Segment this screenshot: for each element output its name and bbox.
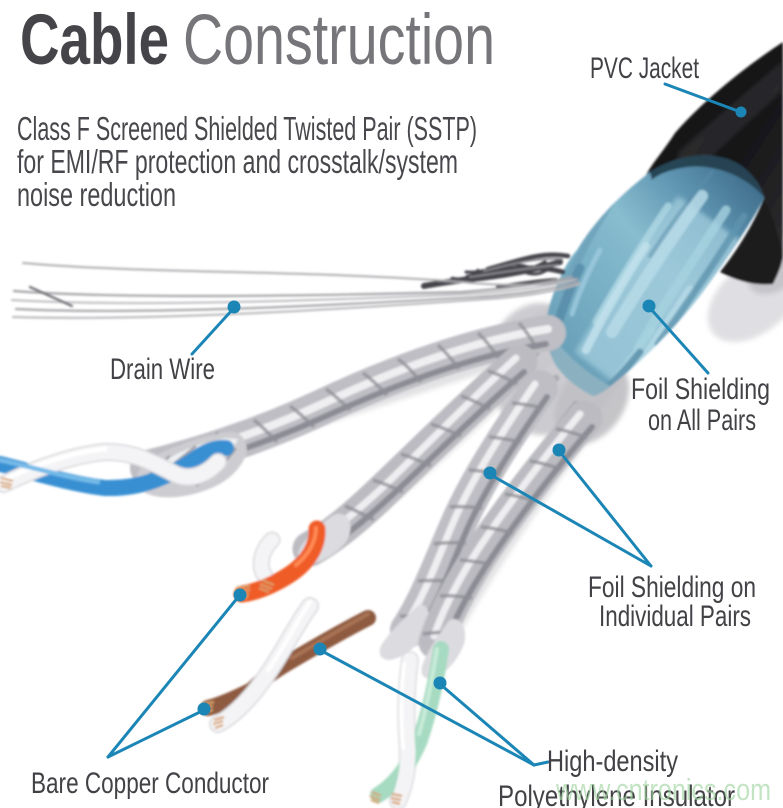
svg-text:noise reduction: noise reduction: [17, 176, 176, 213]
svg-text:Drain Wire: Drain Wire: [110, 353, 215, 386]
svg-text:on All Pairs: on All Pairs: [648, 404, 756, 437]
svg-text:Cable: Cable: [20, 1, 169, 80]
svg-text:Foil Shielding on: Foil Shielding on: [588, 571, 756, 604]
svg-text:Individual Pairs: Individual Pairs: [599, 600, 751, 633]
svg-text:Foil Shielding: Foil Shielding: [631, 373, 770, 406]
svg-text:Bare Copper Conductor: Bare Copper Conductor: [31, 767, 269, 800]
svg-text:PVC Jacket: PVC Jacket: [590, 52, 699, 85]
svg-text:www.cntronics.com: www.cntronics.com: [555, 772, 771, 807]
svg-text:for EMI/RF protection and cros: for EMI/RF protection and crosstalk/syst…: [17, 143, 458, 180]
svg-text:Polyethylene Insulator: Polyethylene Insulator: [498, 780, 735, 808]
svg-text:High-density: High-density: [547, 745, 678, 778]
svg-text:Construction: Construction: [183, 1, 495, 80]
svg-text:Class F Screened Shielded Twis: Class F Screened Shielded Twisted Pair (…: [17, 110, 477, 147]
